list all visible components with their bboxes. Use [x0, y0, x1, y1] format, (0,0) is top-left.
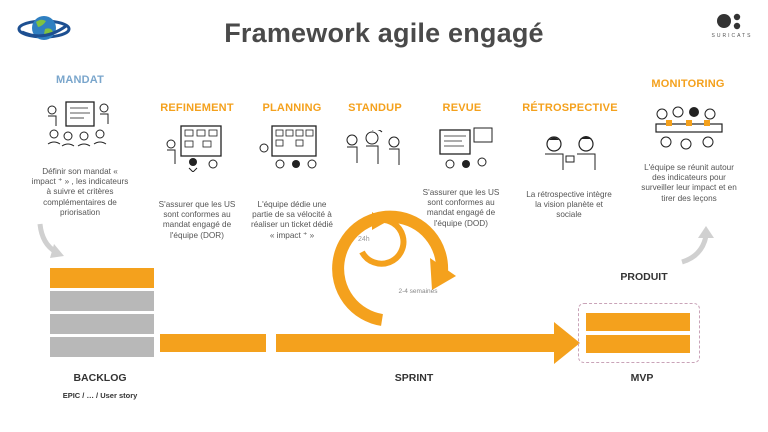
sprint-loop-big-arrowhead: [430, 258, 456, 290]
standup-illustration: [346, 130, 400, 165]
organization-logo: [17, 16, 71, 40]
sprint-loop-label: 2-4 semaines: [398, 288, 438, 295]
sprint-flow-arrowhead: [554, 322, 580, 364]
produit-to-monitoring-arrow: [681, 226, 714, 265]
mvp-item: [586, 335, 690, 353]
monitoring-description: L'équipe se réunit autour des indicateur…: [641, 163, 737, 203]
partner-logo-mark: [717, 13, 741, 30]
planning-description: L'équipe dédie une partie de sa vélocité…: [251, 200, 333, 240]
revue-illustration: [439, 127, 493, 169]
mandat-illustration: [47, 101, 109, 147]
retrospective-illustration: [545, 136, 596, 170]
mandat-description: Définir son mandat « impact ⁺ » , les in…: [31, 167, 129, 217]
daily-loop-label: 24h: [358, 236, 370, 243]
phase-title-standup: STANDUP: [348, 102, 402, 114]
mvp-label: MVP: [630, 372, 654, 384]
daily-loop-small-arrowhead: [372, 212, 386, 230]
sprint-flow-diagram: 24h 2-4 semaines: [160, 210, 580, 364]
backlog-item: [50, 314, 154, 334]
sprint-label: SPRINT: [394, 372, 434, 384]
sprint-flow-bar: [276, 334, 556, 352]
page-title: Framework agile engagé: [224, 18, 544, 48]
produit-label: PRODUIT: [620, 271, 668, 283]
daily-loop-small: [359, 216, 407, 267]
backlog-label: BACKLOG: [73, 372, 127, 384]
backlog-item: [50, 291, 154, 311]
refinement-description: S'assurer que les US sont conformes au m…: [158, 200, 236, 240]
backlog-sublabel: EPIC / … / User story: [62, 391, 138, 400]
phase-title-mandat: MANDAT: [55, 74, 105, 86]
mvp-dashed-box: [578, 303, 700, 363]
monitoring-illustration: [655, 106, 723, 150]
phase-title-monitoring: MONITORING: [651, 78, 725, 90]
planning-illustration: [259, 125, 317, 169]
sprint-loop-big: [332, 210, 449, 326]
revue-description: S'assurer que les US sont conformes au m…: [422, 188, 500, 228]
refinement-illustration: [166, 125, 222, 172]
backlog-to-sprint-segment: [160, 334, 266, 352]
phase-title-retrospective: RÉTROSPECTIVE: [522, 102, 618, 114]
mvp-item: [586, 313, 690, 331]
partner-logo-text: SURICATS: [711, 33, 753, 39]
mandat-to-backlog-arrow: [37, 223, 64, 258]
backlog-item-top: [50, 268, 154, 288]
retrospective-description: La rétrospective intègre la vision planè…: [526, 190, 612, 220]
phase-title-revue: REVUE: [442, 102, 482, 114]
phase-title-refinement: REFINEMENT: [160, 102, 234, 114]
phase-title-planning: PLANNING: [262, 102, 322, 114]
backlog-item: [50, 337, 154, 357]
